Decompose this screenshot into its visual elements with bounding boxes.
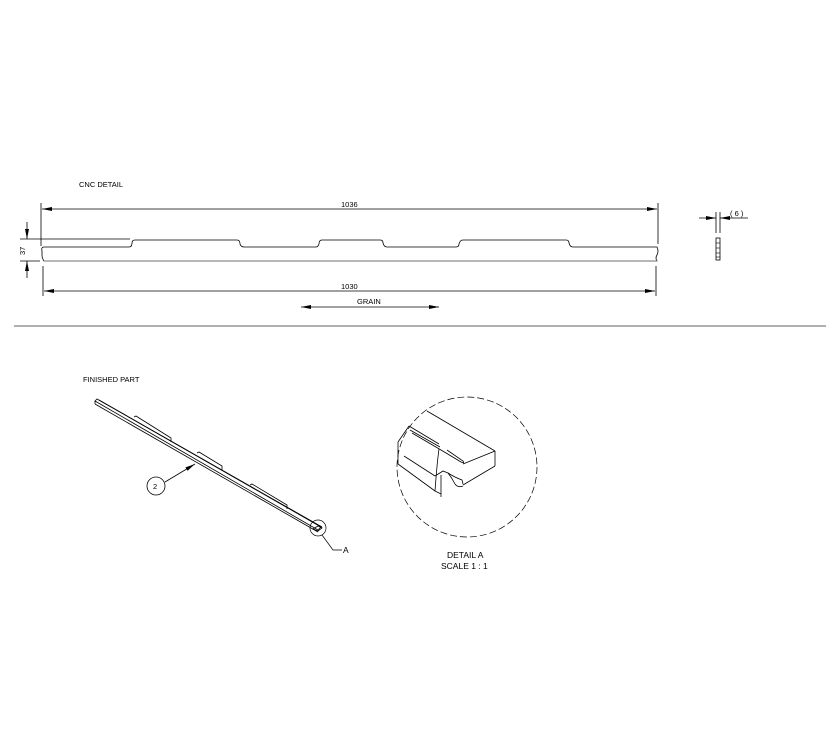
end-view-thickness-text: ( 6 )	[730, 209, 744, 218]
dimension-37-text: 37	[18, 247, 27, 255]
finished-part-isometric	[94, 398, 323, 533]
detail-a-title: DETAIL A	[447, 550, 484, 560]
detail-a-scale: SCALE 1 : 1	[441, 561, 488, 571]
dimension-1036: 1036	[40, 200, 659, 246]
dimension-37: 37	[18, 222, 130, 278]
cnc-detail-title: CNC DETAIL	[79, 180, 123, 189]
detail-a-callout: A	[309, 519, 349, 555]
dimension-1030: 1030	[42, 266, 657, 296]
finished-part-title: FINISHED PART	[83, 375, 140, 384]
dimension-1036-text: 1036	[341, 200, 358, 209]
detail-a-callout-label: A	[343, 545, 349, 555]
cnc-part-profile	[41, 239, 659, 262]
grain-label: GRAIN	[357, 297, 381, 306]
item-balloon-2: 2	[146, 463, 196, 496]
grain-direction-arrow: GRAIN	[301, 297, 439, 309]
dimension-1030-text: 1030	[341, 282, 358, 291]
detail-a-view	[396, 396, 538, 538]
end-view: ( 6 )	[699, 209, 748, 261]
item-balloon-2-text: 2	[153, 482, 157, 491]
